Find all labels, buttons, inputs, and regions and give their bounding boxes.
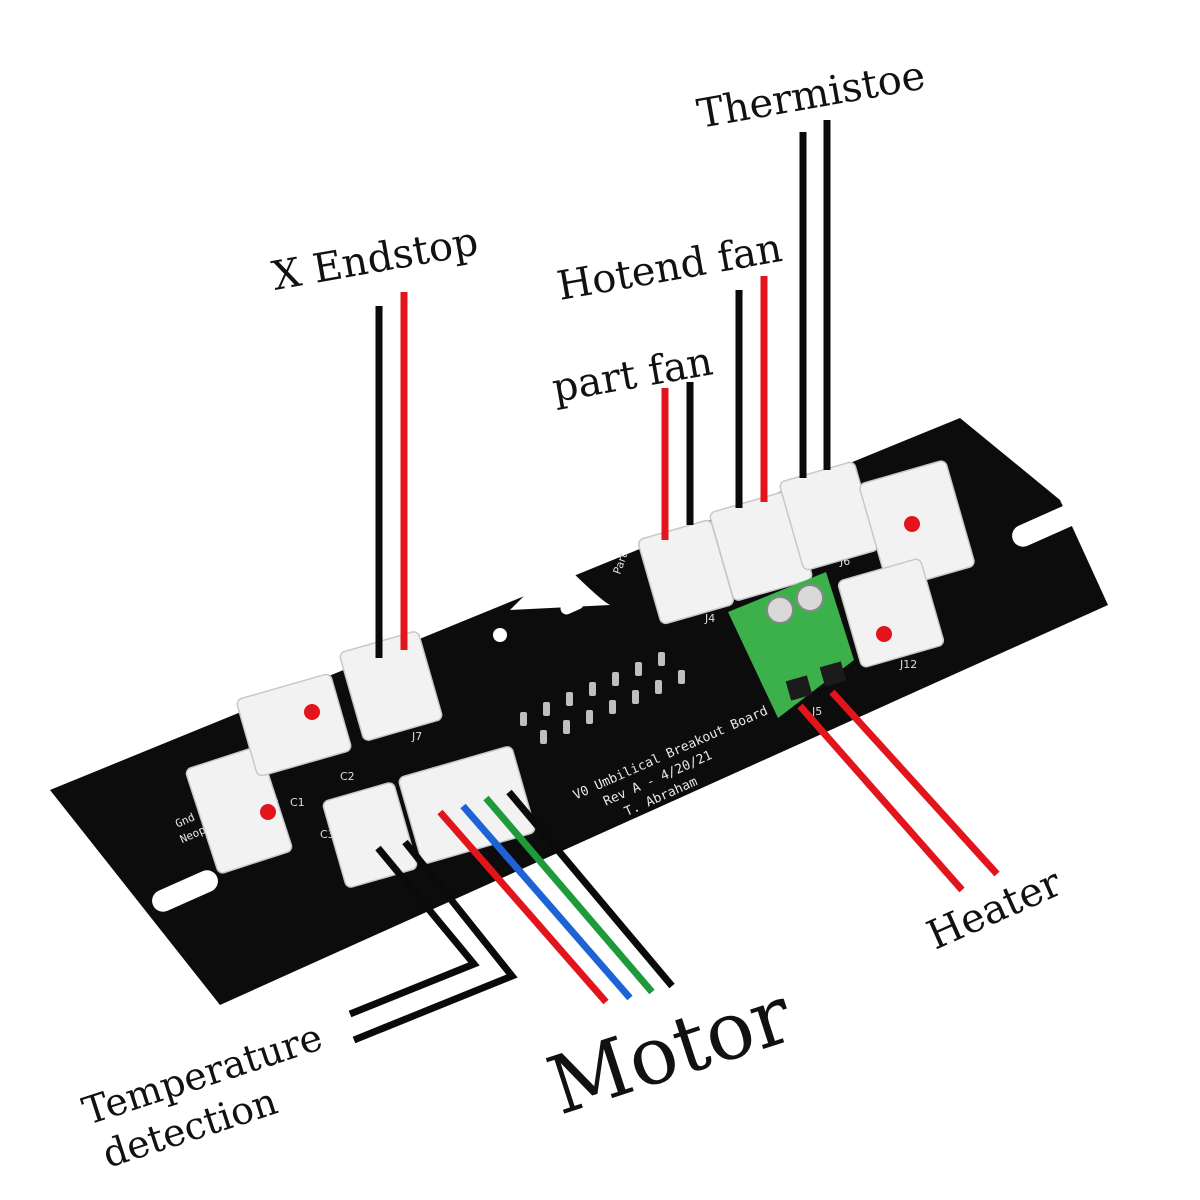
terminal-screw: [796, 584, 824, 612]
pin-header: [520, 652, 685, 744]
top-notch: [510, 560, 610, 610]
temp-black-wire-2: [352, 839, 518, 1044]
dot-marker: [304, 704, 320, 720]
c2-label: C2: [340, 770, 355, 783]
thermistoe-label: Thermistoe: [694, 53, 929, 138]
dot-marker: [876, 626, 892, 642]
motor-black-wire: [506, 789, 675, 989]
hotend-fan-label: Hotend fan: [554, 225, 786, 310]
temp-black-wire-1: [348, 845, 480, 1018]
heater-red-wire-1: [797, 703, 965, 893]
left-mounting-slot: [152, 870, 218, 912]
pcb-board: [50, 418, 1108, 1005]
dot-marker: [904, 516, 920, 532]
x-endstop-label: X Endstop: [269, 218, 482, 299]
terminal-screw: [766, 596, 794, 624]
j12-label: J12: [899, 658, 917, 671]
small-hole: [560, 597, 584, 615]
mounting-hole: [493, 628, 507, 642]
motor-label: Motor: [537, 968, 803, 1134]
j4-label: J4: [704, 612, 715, 625]
right-mounting-slot: [1012, 505, 1078, 547]
c1-label: C1: [290, 796, 305, 809]
motor-red-wire: [437, 809, 609, 1005]
j12-connector: [837, 558, 945, 668]
dot-marker: [260, 804, 276, 820]
heater-red-wire-2: [829, 689, 1000, 877]
left-3pin-connector: [236, 673, 352, 777]
neopixel-connector: [185, 746, 293, 874]
motor-green-wire: [483, 795, 655, 995]
motor-connector: [398, 746, 536, 864]
heater-screw-terminal: [728, 572, 854, 718]
j7-label: J7: [411, 730, 422, 743]
j6-label: J6: [839, 555, 850, 568]
motor-blue-wire: [460, 803, 633, 1001]
j5-label: J5: [811, 705, 822, 718]
